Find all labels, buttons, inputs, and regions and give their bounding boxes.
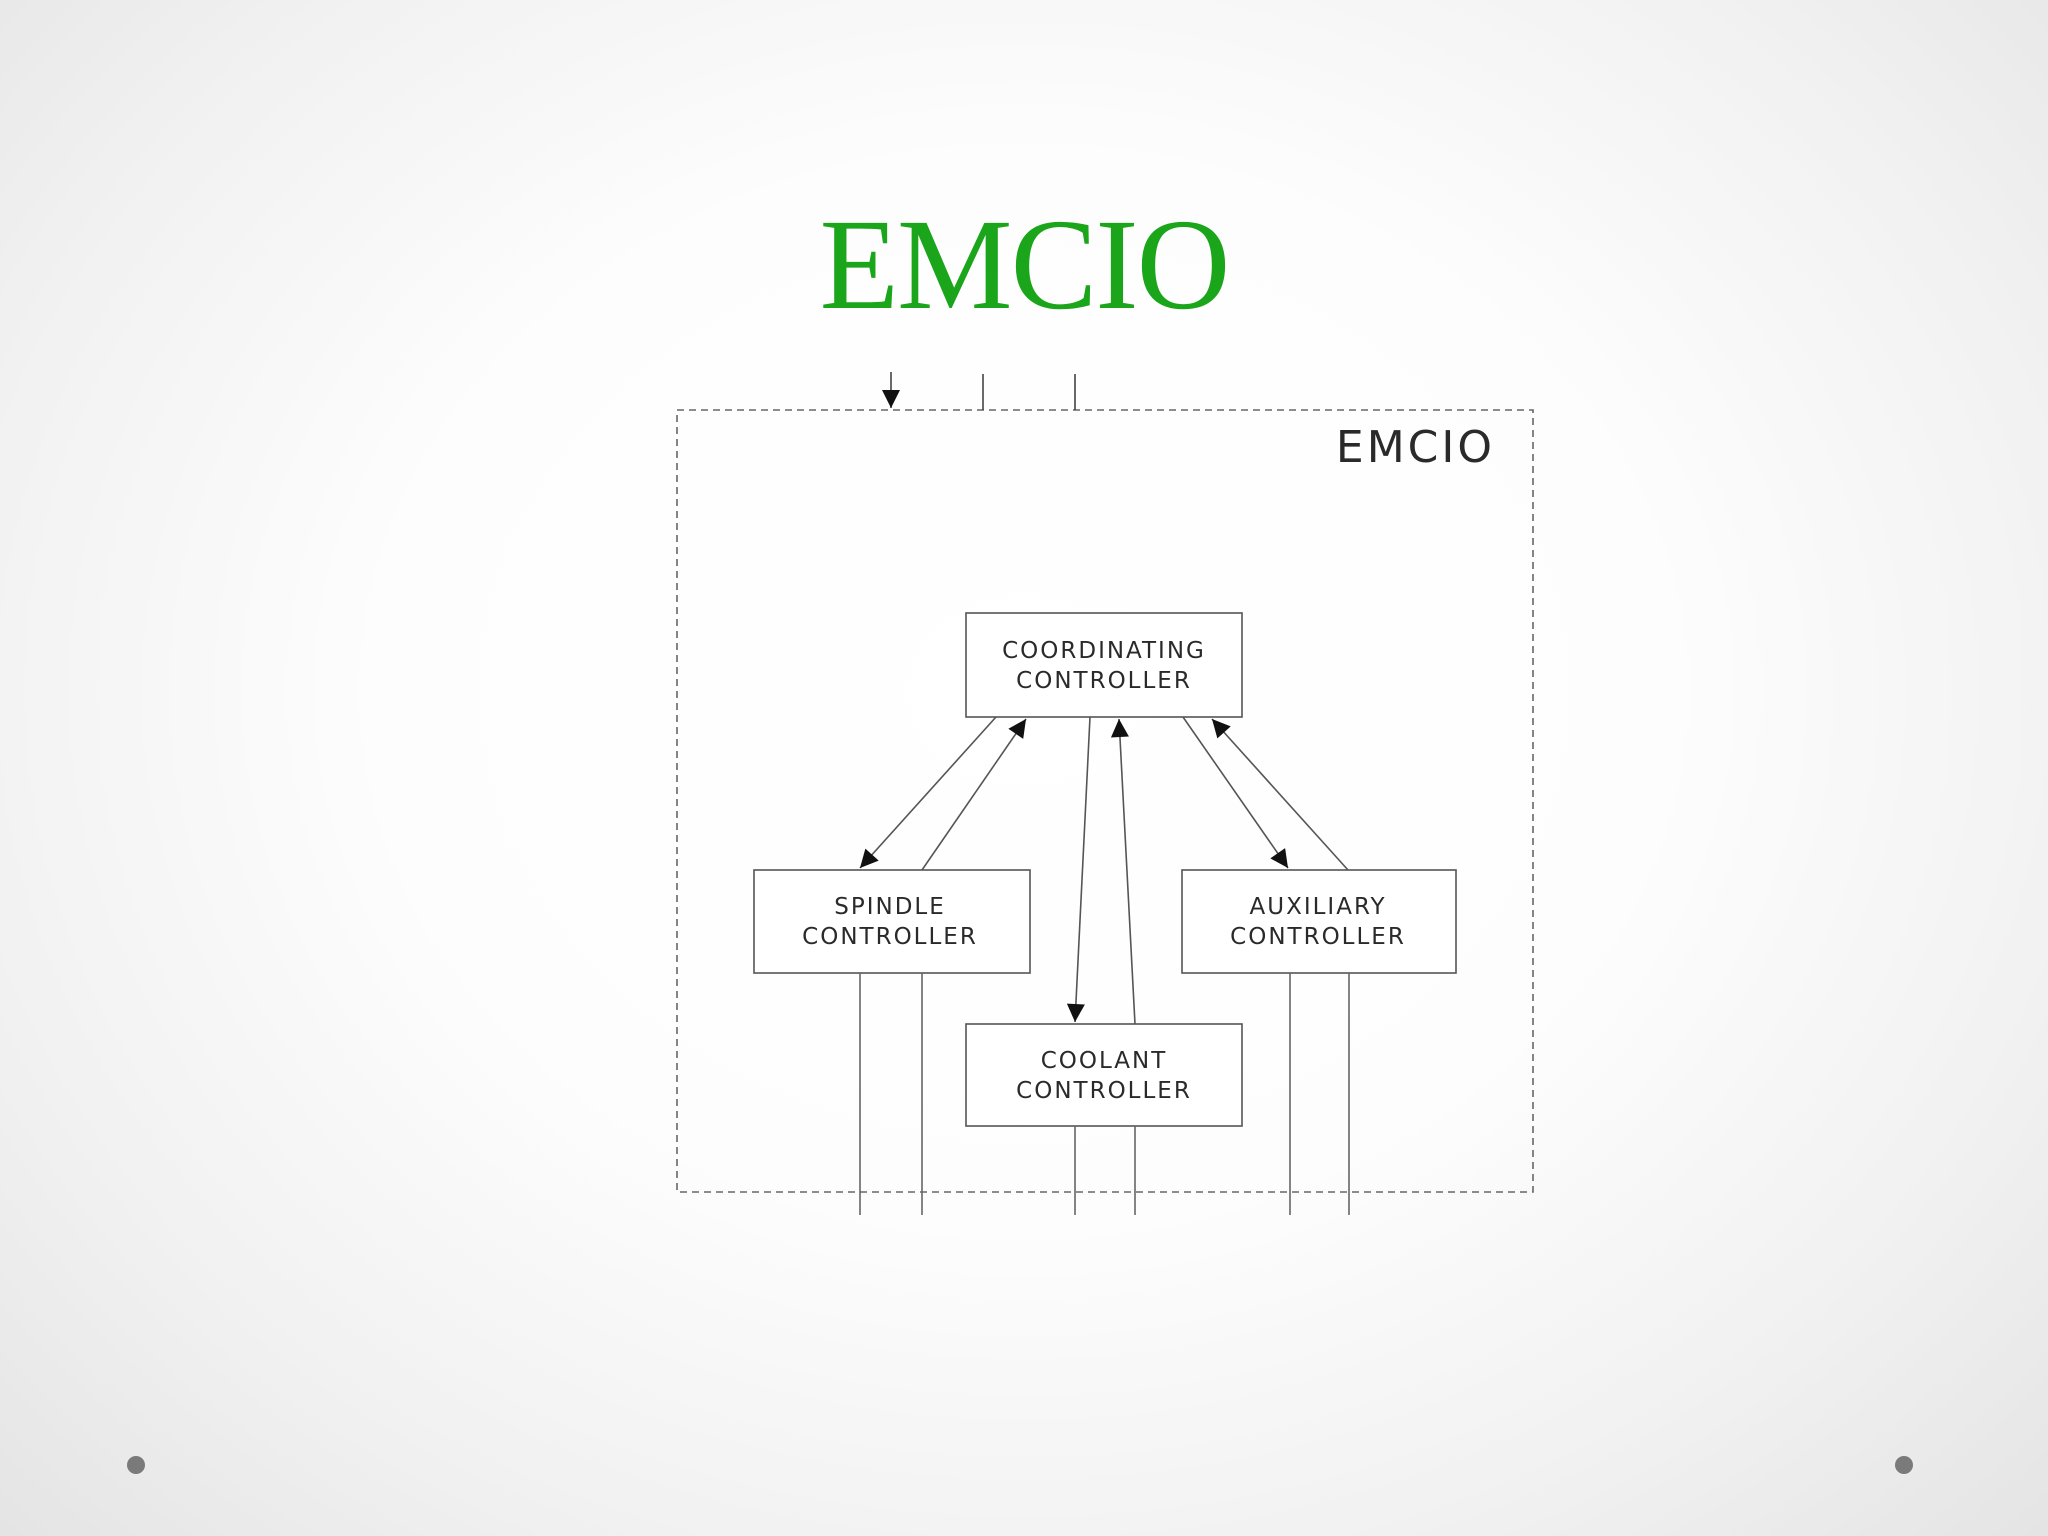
coolant-label-1: COOLANT bbox=[1041, 1048, 1168, 1074]
container-label: EMCIO bbox=[1336, 422, 1495, 473]
coordinating-label-2: CONTROLLER bbox=[1016, 668, 1192, 694]
bullet-dot-right bbox=[1895, 1456, 1913, 1474]
edge-auxiliary-to-coordinating bbox=[1211, 718, 1349, 871]
spindle-label-1: SPINDLE bbox=[834, 894, 946, 920]
coolant-label-2: CONTROLLER bbox=[1016, 1078, 1192, 1104]
edge-spindle-to-coordinating bbox=[921, 718, 1027, 871]
slide-title: EMCIO bbox=[819, 193, 1231, 337]
bullet-dot-left bbox=[127, 1456, 145, 1474]
coordinating-label-1: COORDINATING bbox=[1002, 638, 1206, 664]
spindle-label-2: CONTROLLER bbox=[802, 924, 978, 950]
auxiliary-controller-box bbox=[1181, 869, 1457, 974]
edge-coolant-to-coordinating bbox=[1110, 718, 1136, 1025]
auxiliary-label-2: CONTROLLER bbox=[1230, 924, 1406, 950]
emcio-container bbox=[676, 409, 1534, 1193]
edge-coordinating-to-auxiliary bbox=[1182, 716, 1289, 869]
edge-coordinating-to-coolant bbox=[1066, 716, 1091, 1023]
spindle-controller-box bbox=[753, 869, 1031, 974]
coolant-controller-box bbox=[965, 1023, 1243, 1127]
auxiliary-label-1: AUXILIARY bbox=[1250, 894, 1387, 920]
edge-coordinating-to-spindle bbox=[859, 716, 997, 869]
coordinating-controller-box bbox=[965, 612, 1243, 718]
